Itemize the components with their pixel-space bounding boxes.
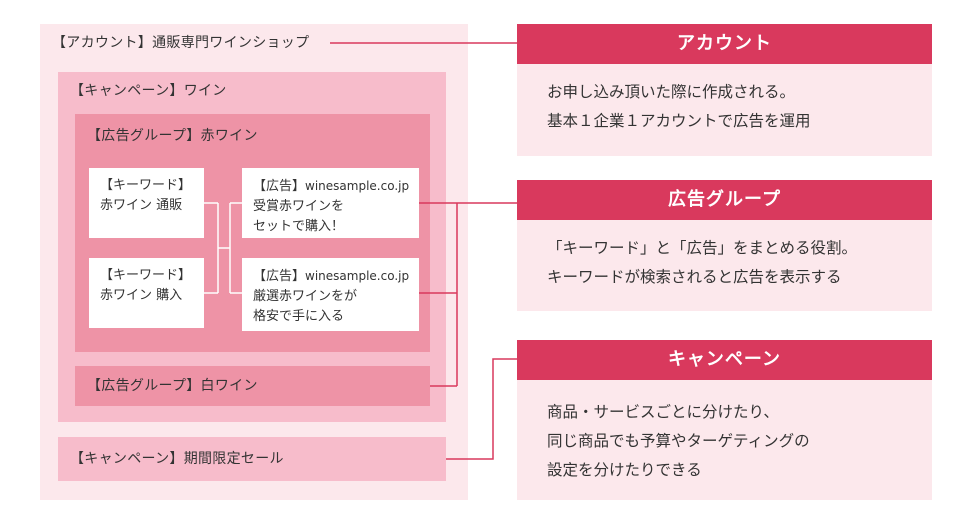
account-label: 【アカウント】通販専門ワインショップ bbox=[52, 35, 310, 51]
ad-card: 【広告】winesample.co.jp 受賞赤ワインを セットで購入！ bbox=[242, 168, 419, 238]
panel-line: 「キーワード」と「広告」をまとめる役割。 bbox=[547, 239, 858, 257]
panel-line: 同じ商品でも予算やターゲティングの bbox=[547, 432, 810, 450]
keyword-title: 【キーワード】 bbox=[100, 268, 192, 283]
campaign-wine-label: 【キャンペーン】ワイン bbox=[70, 83, 227, 99]
panel-line: お申し込み頂いた際に作成される。 bbox=[547, 83, 796, 101]
panel-title: キャンペーン bbox=[517, 340, 932, 380]
panel-title: 広告グループ bbox=[517, 180, 932, 220]
campaign-sale-label: 【キャンペーン】期間限定セール bbox=[70, 451, 284, 467]
adgroup-red-label: 【広告グループ】赤ワイン bbox=[87, 128, 258, 144]
keyword-ad-connectors bbox=[204, 202, 242, 294]
adgroup-panel: 広告グループ 「キーワード」と「広告」をまとめる役割。 キーワードが検索されると… bbox=[517, 180, 932, 311]
panel-line: 商品・サービスごとに分けたり、 bbox=[547, 403, 779, 421]
ad-title: 【広告】 bbox=[253, 179, 306, 194]
ad-line: 受賞赤ワインを bbox=[253, 199, 345, 214]
ad-line: セットで購入！ bbox=[253, 219, 345, 234]
keyword-text: 赤ワイン 通販 bbox=[100, 198, 183, 213]
keyword-card: 【キーワード】 赤ワイン 購入 bbox=[89, 258, 204, 328]
panel-line: キーワードが検索されると広告を表示する bbox=[547, 268, 842, 286]
panel-line: 基本１企業１アカウントで広告を運用 bbox=[547, 112, 811, 130]
adgroup-white-label: 【広告グループ】白ワイン bbox=[87, 378, 258, 394]
keyword-title: 【キーワード】 bbox=[100, 178, 192, 193]
ad-url: winesample.co.jp bbox=[305, 179, 410, 193]
account-panel: アカウント お申し込み頂いた際に作成される。 基本１企業１アカウントで広告を運用 bbox=[517, 24, 932, 156]
panel-connectors bbox=[330, 42, 517, 460]
ad-card: 【広告】winesample.co.jp 厳選赤ワインをが 格安で手に入る bbox=[242, 258, 419, 331]
ad-title: 【広告】 bbox=[253, 269, 306, 284]
keyword-card: 【キーワード】 赤ワイン 通販 bbox=[89, 168, 204, 238]
campaign-panel: キャンペーン 商品・サービスごとに分けたり、 同じ商品でも予算やターゲティングの… bbox=[517, 340, 932, 500]
panel-line: 設定を分けたりできる bbox=[547, 461, 702, 479]
panel-body: 「キーワード」と「広告」をまとめる役割。 キーワードが検索されると広告を表示する bbox=[517, 220, 932, 311]
ad-url: winesample.co.jp bbox=[305, 269, 410, 283]
panel-body: 商品・サービスごとに分けたり、 同じ商品でも予算やターゲティングの 設定を分けた… bbox=[517, 380, 932, 500]
keyword-text: 赤ワイン 購入 bbox=[100, 288, 183, 303]
campaign-connector bbox=[446, 358, 517, 460]
adgroup-white-container bbox=[75, 366, 430, 406]
panel-body: お申し込み頂いた際に作成される。 基本１企業１アカウントで広告を運用 bbox=[517, 64, 932, 156]
ad-line: 厳選赤ワインをが bbox=[253, 289, 358, 304]
ad-line: 格安で手に入る bbox=[253, 309, 345, 324]
campaign-sale-container bbox=[58, 437, 446, 481]
panel-title: アカウント bbox=[517, 24, 932, 64]
